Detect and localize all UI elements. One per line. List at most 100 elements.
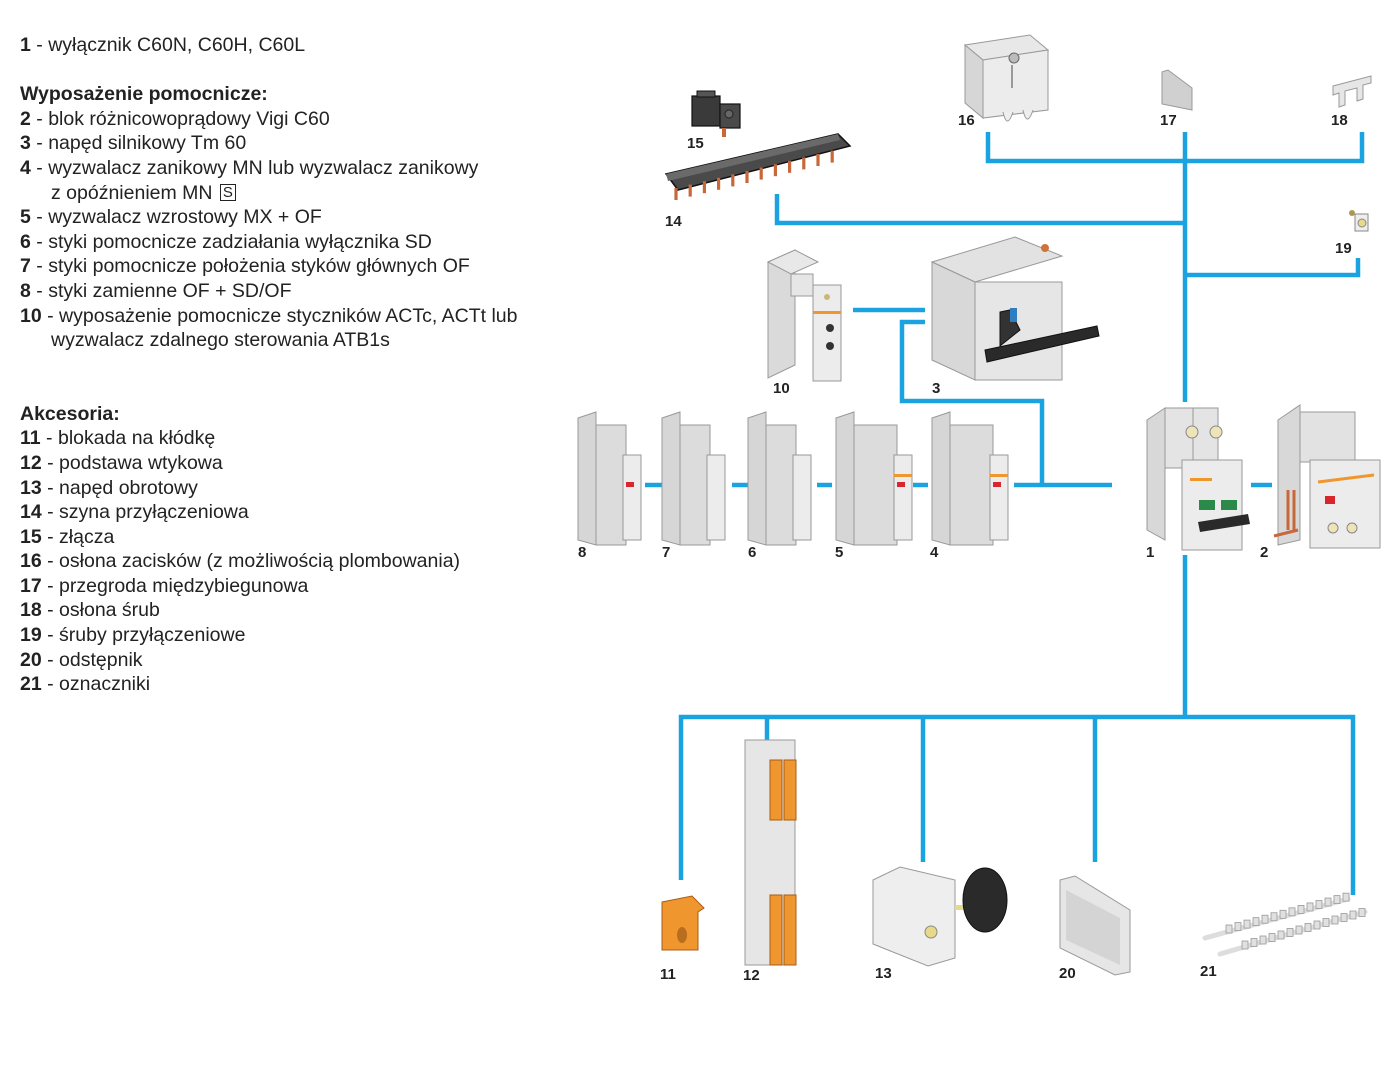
item-labels: 15 14 16 17 18 19 10 3 8 7 6 5 4 1 2 11 … xyxy=(578,112,1352,984)
item-17-phase-barrier xyxy=(1161,69,1193,111)
item-5-shunt-release-mx xyxy=(835,411,913,546)
wire-14 xyxy=(774,194,1185,226)
marker-tooth xyxy=(1279,909,1287,919)
marker-tooth xyxy=(1340,913,1348,922)
item-21-markers xyxy=(1202,892,1368,957)
legend-item-14: 14 - szyna przyłączeniowa xyxy=(20,501,249,524)
legend-item-8: 8 - styki zamienne OF + SD/OF xyxy=(20,279,292,302)
item-1-circuit-breaker xyxy=(1146,407,1250,551)
wire-3-to-aux xyxy=(899,319,1045,485)
item-10-act-auxiliary xyxy=(766,249,842,382)
connector-wires xyxy=(645,132,1365,895)
item-6-aux-contact-sd xyxy=(747,411,812,546)
item-12-plug-in-base xyxy=(744,739,797,966)
marker-tooth xyxy=(1333,895,1341,904)
marker-tooth xyxy=(1250,938,1258,947)
label-15: 15 xyxy=(687,135,704,152)
item-14-busbar xyxy=(664,133,852,200)
legend-item-13: 13 - napęd obrotowy xyxy=(20,476,198,499)
marker-tooth xyxy=(1324,897,1332,907)
marker-tooth xyxy=(1297,905,1305,914)
item-18-screw-shield xyxy=(1332,75,1372,108)
marker-tooth xyxy=(1270,912,1278,922)
label-11: 11 xyxy=(660,966,676,983)
marker-tooth xyxy=(1234,922,1242,931)
legend-item-5: 5 - wyzwalacz wzrostowy MX + OF xyxy=(20,206,322,229)
marker-tooth xyxy=(1295,925,1303,935)
marker-tooth xyxy=(1358,908,1366,917)
label-6: 6 xyxy=(748,544,756,561)
label-13: 13 xyxy=(875,965,892,982)
marker-tooth xyxy=(1268,933,1276,942)
item-2-vigi-block xyxy=(1273,404,1381,549)
legend-item-4: 4 - wyzwalacz zanikowy MN lub wyzwalacz … xyxy=(20,156,479,179)
label-18: 18 xyxy=(1331,112,1348,129)
item-15-connector xyxy=(691,90,741,137)
label-1: 1 xyxy=(1146,544,1154,561)
label-14: 14 xyxy=(665,213,682,230)
label-17: 17 xyxy=(1160,112,1177,129)
marker-tooth xyxy=(1315,900,1323,909)
legend-item-17: 17 - przegroda międzybiegunowa xyxy=(20,574,309,597)
label-2: 2 xyxy=(1260,544,1268,561)
label-20: 20 xyxy=(1059,965,1076,982)
label-5: 5 xyxy=(835,544,843,561)
item-11-padlock-clip xyxy=(661,895,705,951)
wire-16-18 xyxy=(985,132,1365,164)
marker-tooth xyxy=(1286,928,1294,937)
label-10: 10 xyxy=(773,380,790,397)
marker-tooth xyxy=(1349,910,1357,920)
marker-tooth xyxy=(1342,892,1350,902)
label-12: 12 xyxy=(743,967,760,984)
auxiliary-heading: Wyposażenie pomocnicze: xyxy=(20,83,268,106)
marker-tooth xyxy=(1241,940,1249,950)
legend-item-20: 20 - odstępnik xyxy=(20,648,143,671)
wire-19 xyxy=(1185,258,1361,278)
legend-item-10: 10 - wyposażenie pomocnicze styczników A… xyxy=(20,304,518,327)
item-19-screws xyxy=(1349,210,1369,232)
item-16-terminal-cover xyxy=(963,34,1050,122)
legend-item-15: 15 - złącza xyxy=(20,525,115,548)
label-8: 8 xyxy=(578,544,586,561)
marker-tooth xyxy=(1331,915,1339,925)
marker-tooth xyxy=(1304,923,1312,932)
accessories-heading: Akcesoria: xyxy=(20,402,120,425)
legend-item-19: 19 - śruby przyłączeniowe xyxy=(20,624,246,647)
marker-tooth xyxy=(1306,902,1314,912)
item-13-rotary-handle xyxy=(872,866,1008,967)
marker-tooth xyxy=(1225,924,1233,934)
marker-tooth xyxy=(1277,930,1285,940)
item-3-motor-drive xyxy=(930,236,1100,381)
label-16: 16 xyxy=(958,112,975,129)
marker-tooth xyxy=(1261,914,1269,924)
label-21: 21 xyxy=(1200,963,1217,980)
legend-item-16: 16 - osłona zacisków (z możliwością plom… xyxy=(20,550,461,573)
legend-item-7: 7 - styki pomocnicze położenia styków gł… xyxy=(20,255,470,278)
legend-item-6: 6 - styki pomocnicze zadziałania wyłączn… xyxy=(20,230,432,253)
marker-tooth xyxy=(1252,917,1260,927)
marker-tooth xyxy=(1322,918,1330,927)
item-4-undervoltage-release-mn xyxy=(931,411,1009,546)
legend-item-10-cont: wyzwalacz zdalnego sterowania ATB1s xyxy=(51,329,390,352)
legend-item-11: 11 - blokada na kłódkę xyxy=(20,427,216,450)
item-20-spacer xyxy=(1059,875,1131,976)
marker-tooth xyxy=(1259,935,1267,945)
legend-item-1: 1 - wyłącznik C60N, C60H, C60L xyxy=(20,34,306,56)
legend-item-18: 18 - osłona śrub xyxy=(20,599,160,622)
label-7: 7 xyxy=(662,544,670,561)
item-8-aux-contact-of-sdof xyxy=(577,411,642,546)
label-3: 3 xyxy=(932,380,940,397)
marker-tooth xyxy=(1313,920,1321,930)
legend: 1 - wyłącznik C60N, C60H, C60L Wyposażen… xyxy=(20,33,518,697)
wire-bottom-bus xyxy=(678,714,1356,895)
legend-item-21: 21 - oznaczniki xyxy=(20,673,151,696)
marker-tooth xyxy=(1288,907,1296,917)
legend-item-12: 12 - podstawa wtykowa xyxy=(20,451,223,474)
item-7-aux-contact-of xyxy=(661,411,726,546)
delay-badge: S xyxy=(219,183,236,201)
legend-item-2: 2 - blok różnicowoprądowy Vigi C60 xyxy=(20,107,330,130)
legend-item-3: 3 - napęd silnikowy Tm 60 xyxy=(20,132,247,155)
label-4: 4 xyxy=(930,544,939,561)
legend-item-4-cont: z opóźnieniem MN S xyxy=(20,181,518,206)
